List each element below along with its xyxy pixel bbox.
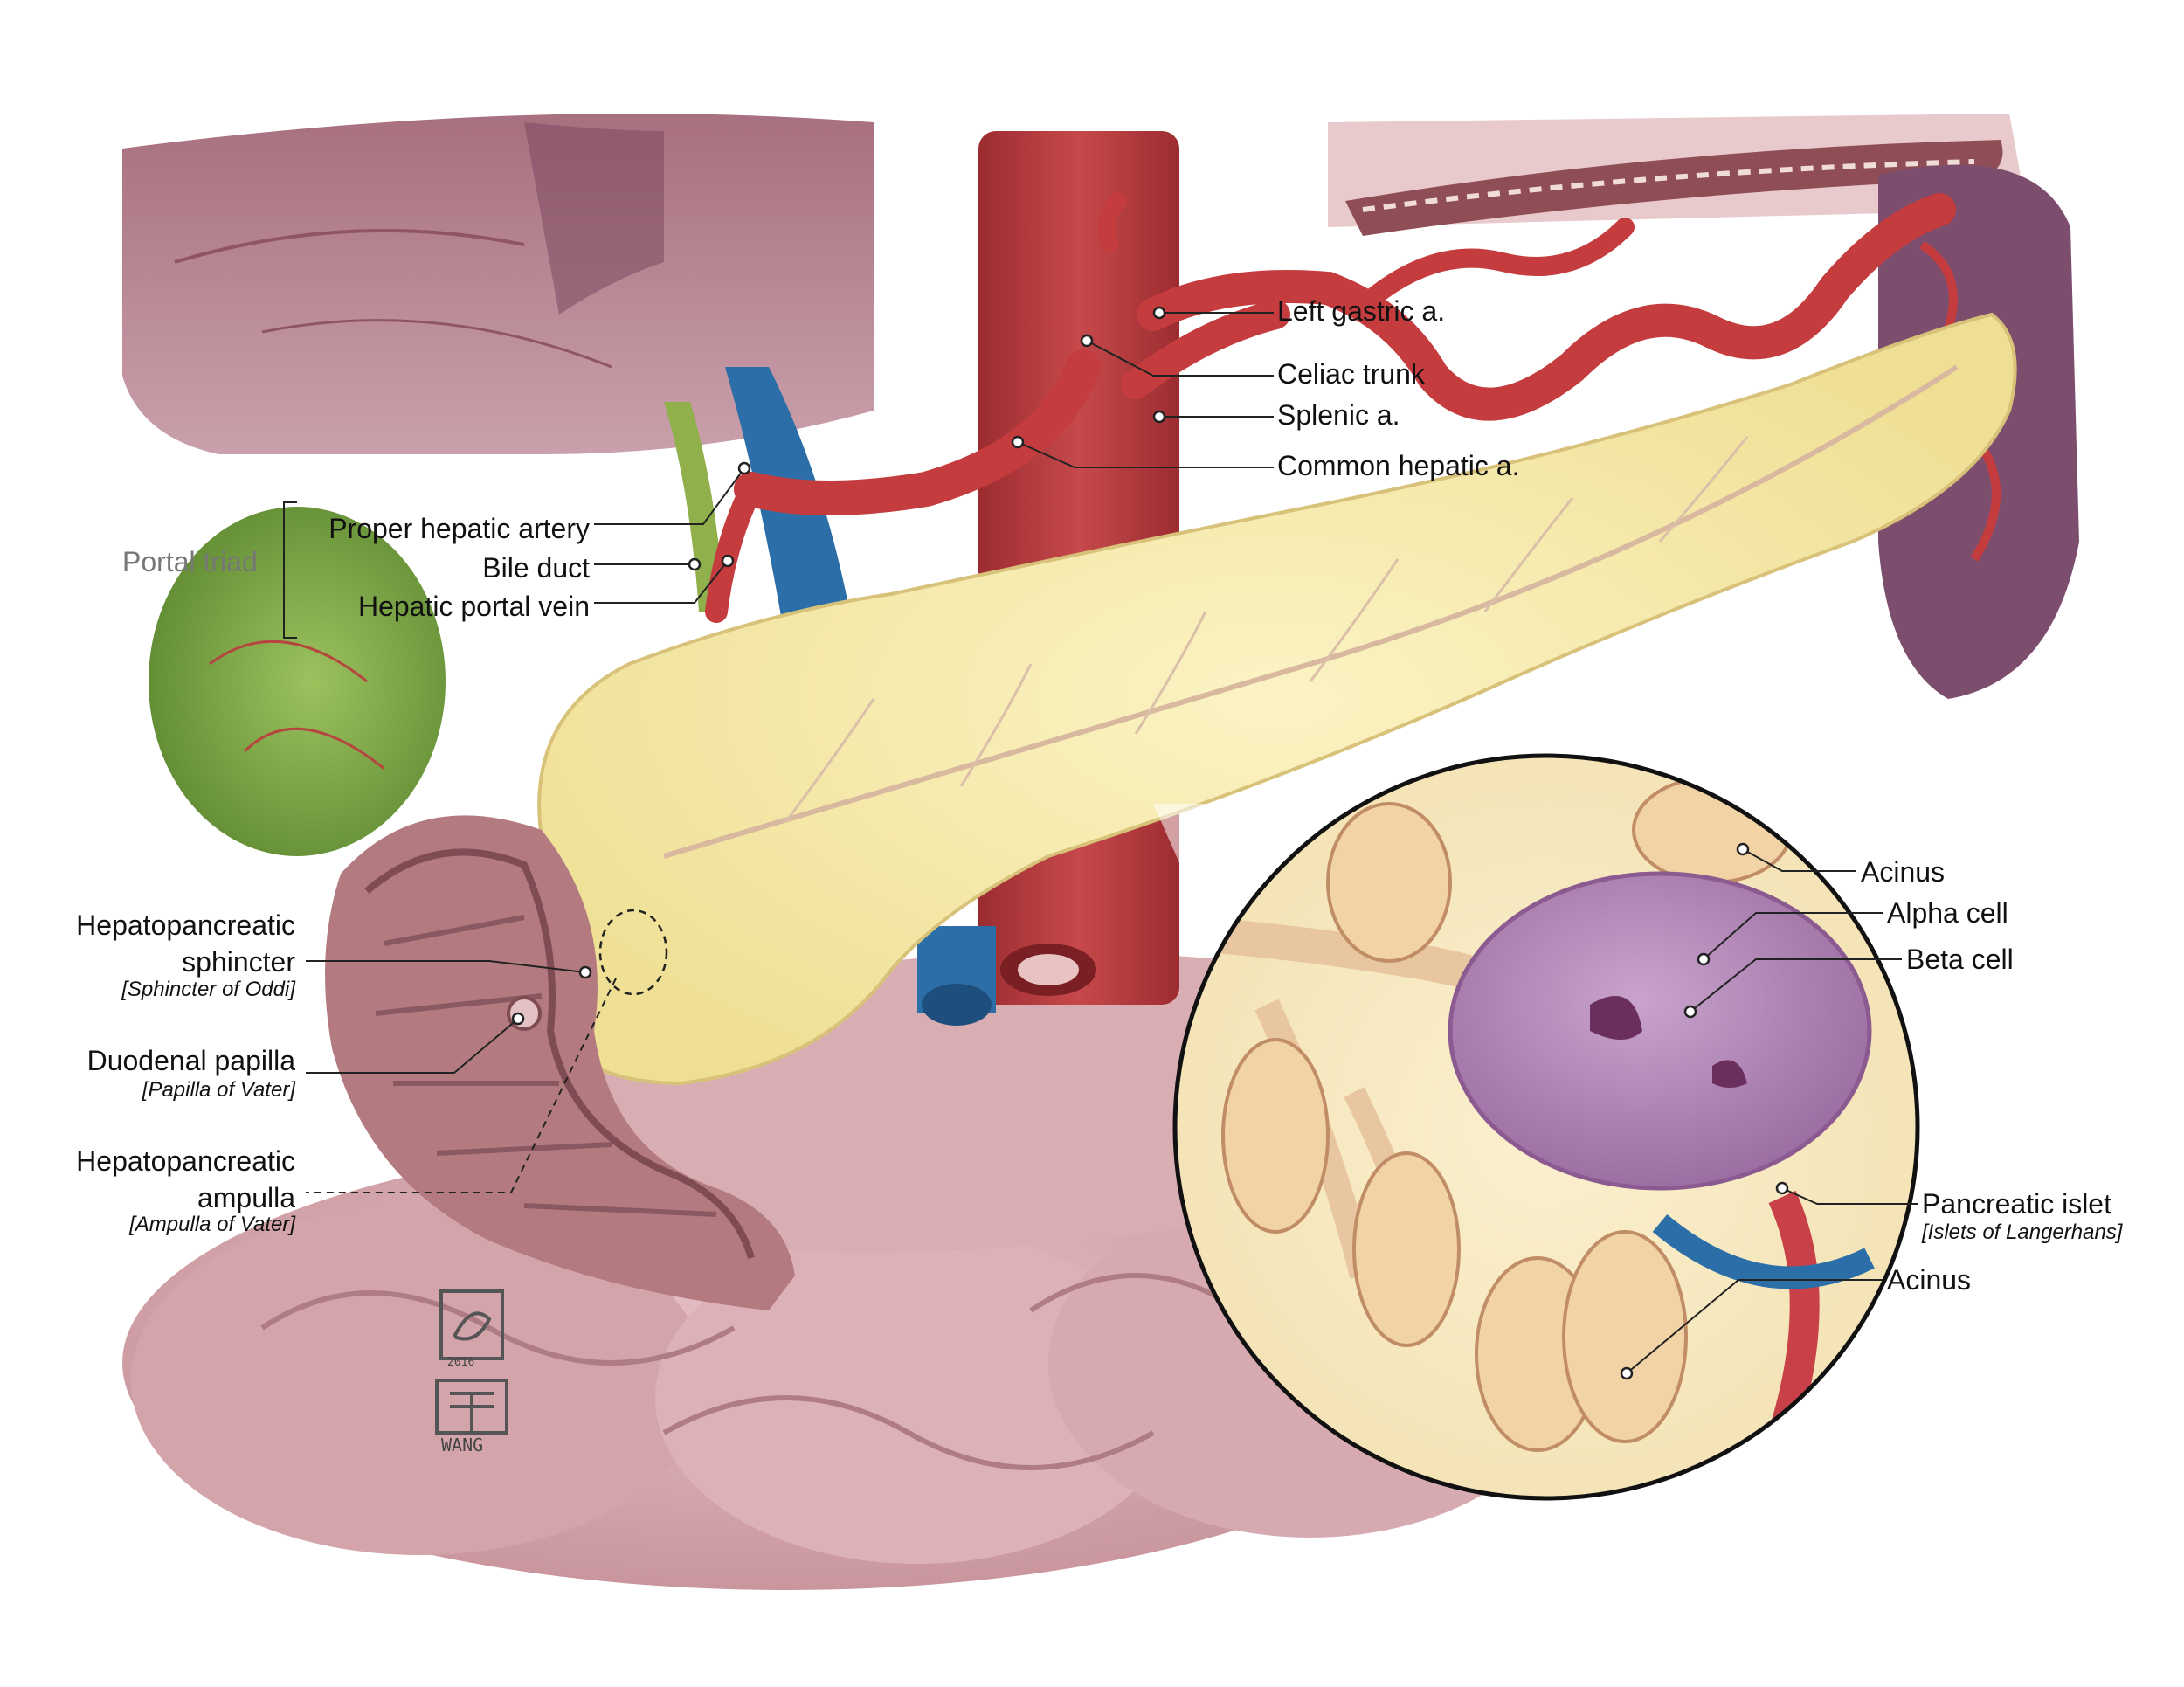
label-portal-triad: Portal triad: [122, 546, 258, 577]
label-acinus-top: Acinus: [1861, 856, 1946, 888]
label-islets-of-langerhans: [Islets of Langerhans]: [1922, 1220, 2123, 1244]
label-alpha-cell: Alpha cell: [1887, 897, 2008, 929]
pointer-dots: [511, 306, 1789, 1380]
leader-lines: [283, 312, 1918, 1374]
label-acinus-bottom: Acinus: [1887, 1264, 1972, 1296]
label-common-hepatic-artery: Common hepatic a.: [1277, 450, 1520, 481]
label-splenic-artery: Splenic a.: [1277, 399, 1400, 431]
label-celiac-trunk: Celiac trunk: [1277, 358, 1425, 390]
inset-magnified-view: [1153, 753, 1920, 1501]
gallbladder: [149, 507, 446, 856]
duodenum: [325, 815, 795, 1310]
celiac-arteries: [705, 192, 1956, 623]
label-duodenal-papilla: Duodenal papilla: [86, 1045, 295, 1076]
label-ampulla-of-vater: [Ampulla of Vater]: [129, 1213, 295, 1236]
pancreas: [537, 312, 2017, 1086]
liver: [122, 114, 874, 454]
label-hepatopancreatic-ampulla-line2: ampulla: [197, 1182, 295, 1213]
signature-year: 2016: [447, 1356, 475, 1369]
signature-name: WANG: [441, 1435, 484, 1455]
label-sphincter-of-oddi: [Sphincter of Oddi]: [121, 978, 295, 1001]
stomach-wall: [1328, 114, 2027, 236]
label-left-gastric-artery: Left gastric a.: [1277, 295, 1446, 327]
artist-signature-mark: [435, 1289, 508, 1435]
label-hepatopancreatic-ampulla-line1: Hepatopancreatic: [76, 1145, 295, 1177]
label-hepatopancreatic-sphincter-line1: Hepatopancreatic: [76, 909, 295, 941]
label-pancreatic-islet: Pancreatic islet: [1922, 1188, 2111, 1220]
label-hepatopancreatic-sphincter-line2: sphincter: [182, 946, 295, 978]
label-proper-hepatic-artery: Proper hepatic artery: [328, 513, 590, 544]
label-papilla-of-vater: [Papilla of Vater]: [142, 1078, 295, 1102]
label-beta-cell: Beta cell: [1906, 944, 2014, 975]
label-hepatic-portal-vein: Hepatic portal vein: [357, 591, 590, 622]
label-bile-duct: Bile duct: [482, 552, 590, 584]
